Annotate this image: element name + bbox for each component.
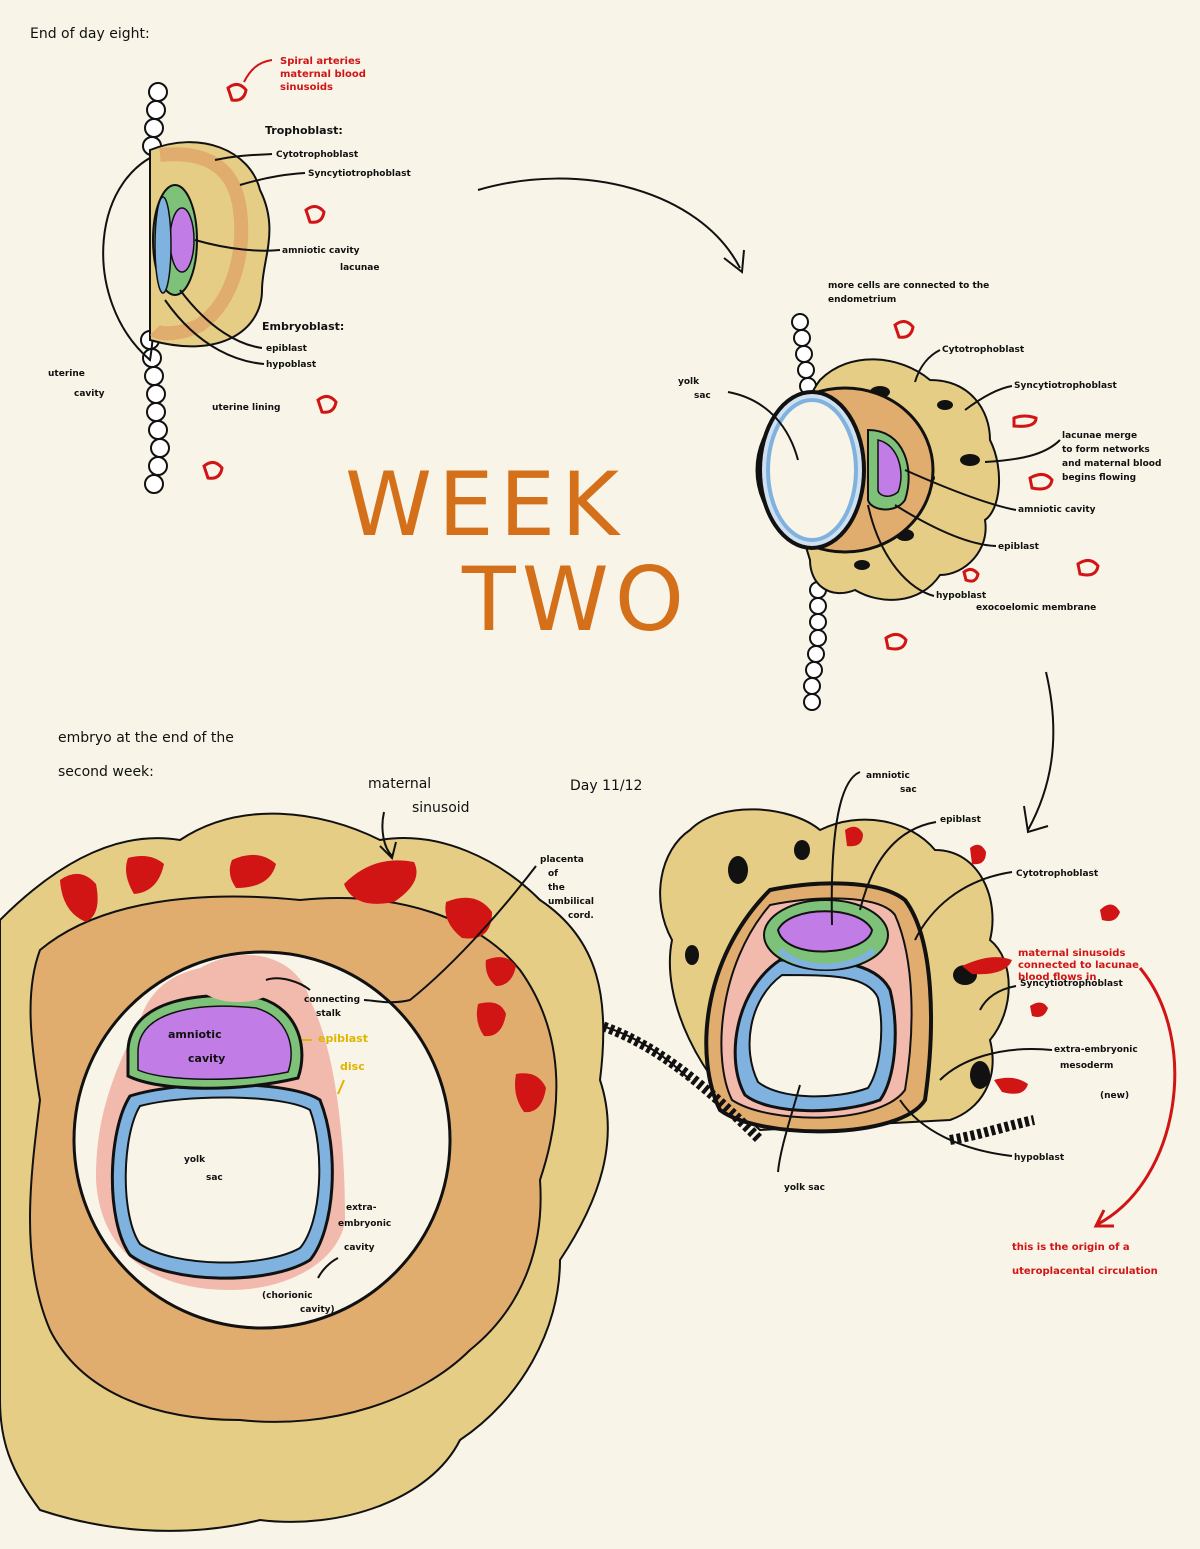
trophoblast-label: Trophoblast:	[265, 124, 343, 137]
d2-red-lacunae	[884, 320, 1100, 651]
d2-lacunae-note-2: to form networks	[1062, 445, 1150, 455]
d2-amniotic-label: amniotic cavity	[1018, 505, 1096, 515]
d3-cytotrophoblast-label: Cytotrophoblast	[1016, 869, 1099, 879]
d4-placenta-5: cord.	[568, 911, 594, 921]
title-line-week: WEEK	[345, 453, 625, 556]
d4-placenta-1: placenta	[540, 855, 584, 865]
d3-hypoblast-label: hypoblast	[1014, 1153, 1065, 1163]
title-line-two: TWO	[461, 548, 690, 651]
d4-chorionic-2: embryonic	[338, 1219, 391, 1229]
cytotrophoblast-label: Cytotrophoblast	[276, 150, 359, 160]
hypoblast-label: hypoblast	[266, 360, 317, 370]
d4-amniotic-1: amniotic	[168, 1028, 222, 1041]
uterine-lining-label: uterine lining	[212, 403, 281, 413]
d4-heading-1: embryo at the end of the	[58, 730, 234, 746]
d3-hypoblast	[777, 947, 877, 970]
red-note-line-1: Spiral arteries	[280, 56, 361, 67]
d2-lacunae-note-3: and maternal blood	[1062, 459, 1161, 469]
d4-amniotic-cavity	[137, 1005, 292, 1081]
d4-chorionic-1: extra-	[346, 1203, 377, 1213]
d4-amniotic-2: cavity	[188, 1052, 225, 1065]
d4-placenta-2: of	[548, 869, 558, 879]
d3-bottom-red-1: this is the origin of a	[1012, 1242, 1130, 1253]
d3-red-note-1: maternal sinusoids	[1018, 948, 1125, 959]
d4-chorionic-3: cavity	[344, 1243, 375, 1253]
d3-amniotic-sac-label-2: sac	[900, 785, 917, 795]
d3-red-arrow	[1097, 967, 1177, 1226]
day-eight-heading: End of day eight:	[30, 26, 150, 42]
hypoblast-layer	[154, 196, 172, 294]
diagram-end-week-two: embryo at the end of the second week: ma…	[0, 730, 609, 1532]
d3-extra-mesoderm-2: mesoderm	[1060, 1061, 1113, 1071]
d2-top-note-2: endometrium	[828, 295, 896, 305]
amniotic-cavity-d1	[169, 207, 195, 273]
d2-yolk-sac-label-1: yolk	[678, 377, 700, 387]
lacuna-label: lacunae	[340, 263, 380, 273]
d3-bottom-red-2: uteroplacental circulation	[1012, 1266, 1158, 1277]
d2-top-note-1: more cells are connected to the	[828, 281, 989, 291]
red-note-line-2: maternal blood	[280, 69, 366, 80]
d4-epiblast-yellow-1: epiblast	[318, 1032, 368, 1045]
d3-syncytio-label: Syncytiotrophoblast	[1020, 979, 1123, 989]
lacunae-d1	[202, 83, 338, 480]
d2-lacunae-note-1: lacunae merge	[1062, 431, 1137, 441]
diagram-day-eight: End of day eight: Spiral arteries mater	[30, 26, 411, 494]
diagram-day-nine: more cells are connected to the endometr…	[678, 281, 1161, 711]
cytotrophoblast-band	[150, 147, 249, 341]
d3-epiblast-label: epiblast	[940, 815, 982, 825]
d3-extra-mesoderm-1: extra-embryonic	[1054, 1045, 1138, 1055]
d4-placenta-4: umbilical	[548, 897, 594, 907]
d2-cytotrophoblast-label: Cytotrophoblast	[942, 345, 1025, 355]
arrow-to-diagram-3	[1027, 671, 1055, 831]
uterine-cavity-label-1: uterine	[48, 369, 85, 379]
d4-yolk-1: yolk	[184, 1155, 206, 1165]
d3-red-sinusoids	[845, 826, 1120, 1094]
d3-amniotic-cavity	[776, 910, 874, 953]
d4-connecting-1: connecting	[304, 995, 360, 1005]
d4-red-sinusoids	[60, 854, 546, 1113]
d4-yolk-2: sac	[206, 1173, 223, 1183]
d3-red-note-3: blood flows in	[1018, 972, 1096, 983]
d3-caption: Day 11/12	[570, 778, 642, 794]
d4-maternal-2: sinusoid	[412, 800, 470, 816]
d2-exo-note: exocoelomic membrane	[976, 603, 1096, 613]
amniotic-cavity-label: amniotic cavity	[282, 246, 360, 256]
d3-paren-label: (new)	[1100, 1091, 1129, 1101]
d3-red-note-2: connected to lacunae	[1018, 960, 1139, 971]
d4-epiblast-yellow-2: disc	[340, 1060, 365, 1073]
d2-hypoblast-label: hypoblast	[936, 591, 987, 601]
d2-lacunae-note-4: begins flowing	[1062, 473, 1136, 483]
epiblast-label: epiblast	[266, 344, 308, 354]
d2-amniotic-cavity	[877, 439, 902, 497]
d4-placenta-3: the	[548, 883, 565, 893]
diagram-day-eleven: Day 11/12 amniotic sac ep	[554, 771, 1177, 1277]
arrow-to-diagram-2	[477, 177, 741, 269]
syncytiotrophoblast-label: Syncytiotrophoblast	[308, 169, 411, 179]
embryoblast-label: Embryoblast:	[262, 320, 344, 333]
d3-yolk-sac-label: yolk sac	[784, 1183, 825, 1193]
d4-chorion-1: (chorionic	[262, 1291, 313, 1301]
d4-heading-2: second week:	[58, 764, 154, 780]
d4-maternal-1: maternal	[368, 776, 431, 792]
d2-yolk-sac-label-2: sac	[694, 391, 711, 401]
d2-syncytiotrophoblast-label: Syncytiotrophoblast	[1014, 381, 1117, 391]
uterine-cavity-label-2: cavity	[74, 389, 105, 399]
d3-amniotic-sac-label-1: amniotic	[866, 771, 910, 781]
d4-connecting-stalk	[196, 958, 280, 1002]
red-note-line-3: sinusoids	[280, 82, 333, 93]
d4-connecting-2: stalk	[316, 1009, 342, 1019]
d2-epiblast-label: epiblast	[998, 542, 1040, 552]
d4-chorion-2: cavity)	[300, 1305, 335, 1315]
